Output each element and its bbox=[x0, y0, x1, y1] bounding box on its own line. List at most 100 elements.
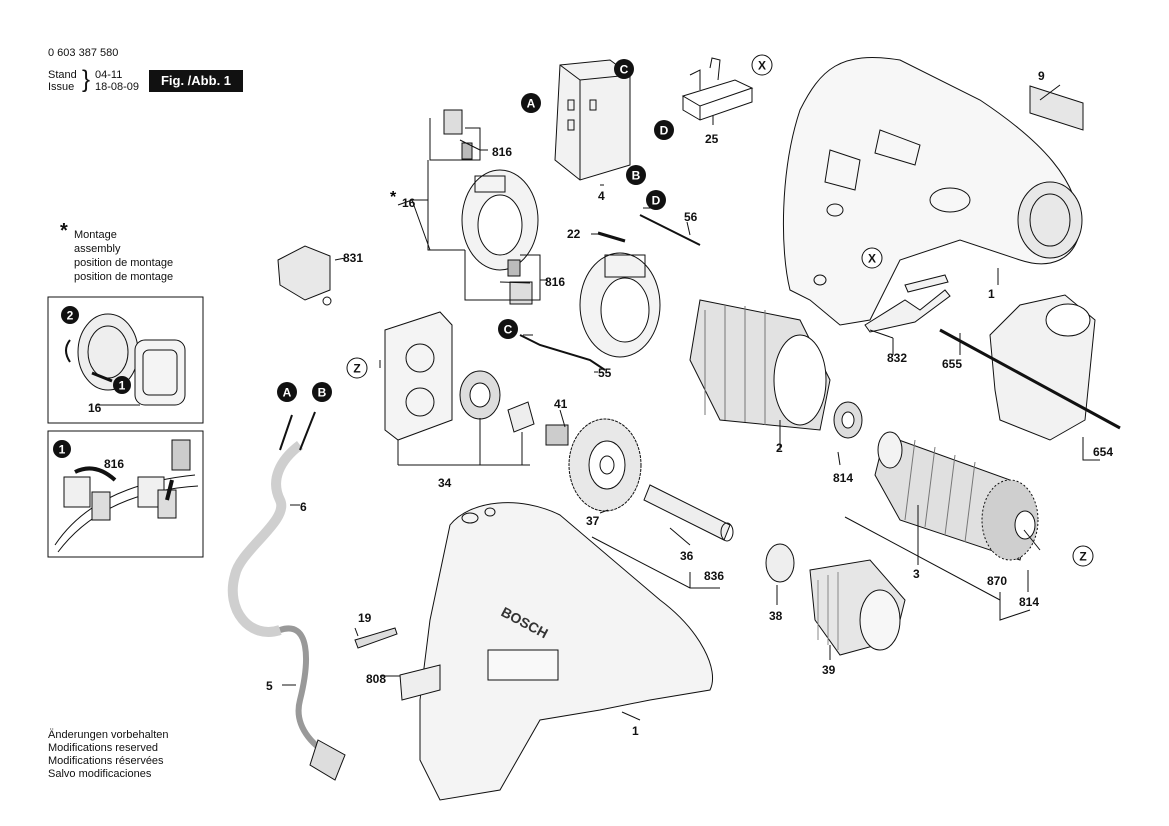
needle-bearing bbox=[507, 401, 535, 433]
part-label: 816 bbox=[104, 457, 124, 471]
part-label: 55 bbox=[598, 366, 612, 380]
step-label: 1 bbox=[119, 379, 126, 393]
footer-line: Änderungen vorbehalten bbox=[48, 729, 169, 741]
marker-a-cable: A bbox=[277, 382, 297, 402]
part-number: 0 603 387 580 bbox=[48, 47, 119, 59]
carbon-brush bbox=[509, 281, 533, 305]
nameplate-label bbox=[1029, 85, 1084, 131]
assembly-asterisk: * bbox=[390, 189, 397, 206]
marker-label: B bbox=[632, 169, 641, 183]
part-label: 1 bbox=[632, 724, 639, 738]
auxiliary-handle bbox=[989, 294, 1096, 441]
power-cord bbox=[279, 625, 332, 758]
part-label: 870 bbox=[987, 574, 1007, 588]
part-label: 56 bbox=[684, 210, 698, 224]
part-label: 831 bbox=[343, 251, 363, 265]
footer-notes: Änderungen vorbehalten Modifications res… bbox=[48, 729, 168, 781]
marker-label: C bbox=[504, 323, 513, 337]
stand-value: 04-11 bbox=[95, 69, 123, 81]
footer-line: Salvo modificaciones bbox=[48, 768, 152, 780]
marker-d-top: D bbox=[654, 120, 674, 140]
marker-z-armature: Z bbox=[1072, 545, 1094, 567]
motor-housing-half bbox=[782, 56, 1083, 326]
marker-label: D bbox=[652, 194, 661, 208]
drill-spindle bbox=[643, 484, 734, 542]
part-label: 836 bbox=[704, 569, 724, 583]
assembly-note-line: Montage bbox=[74, 229, 117, 241]
part-label: 4 bbox=[598, 189, 605, 203]
marker-z-plate: Z bbox=[346, 357, 368, 379]
connector-wire bbox=[519, 334, 606, 371]
brush-cover bbox=[277, 245, 331, 301]
inset-step-2: 2 bbox=[61, 306, 79, 324]
cover-screw bbox=[322, 296, 332, 306]
marker-x-top: X bbox=[751, 54, 773, 76]
power-plug bbox=[309, 739, 346, 781]
inset-step-1b: 1 bbox=[53, 440, 71, 458]
part-label: 654 bbox=[1093, 445, 1113, 459]
part-label: 39 bbox=[822, 663, 836, 677]
brush-holder-ring-lower bbox=[579, 252, 661, 358]
chuck-bearing bbox=[765, 543, 795, 583]
part-label: 2 bbox=[776, 441, 783, 455]
part-label: 41 bbox=[554, 397, 568, 411]
inset-step-1: 1 bbox=[113, 376, 131, 394]
assembly-note-line: position de montage bbox=[74, 271, 174, 283]
part-label: 3 bbox=[913, 567, 920, 581]
gear-housing-plate bbox=[384, 311, 453, 441]
assembly-note-line: assembly bbox=[74, 243, 121, 255]
marker-a-top: A bbox=[521, 93, 541, 113]
part-label: 38 bbox=[769, 609, 783, 623]
part-label: 37 bbox=[586, 514, 600, 528]
marker-c-top: C bbox=[614, 59, 634, 79]
marker-label: A bbox=[283, 386, 292, 400]
assembly-note-line: position de montage bbox=[74, 257, 174, 269]
marker-d-wire: D bbox=[646, 190, 666, 210]
marker-c-wire: C bbox=[498, 319, 518, 339]
marker-b-cable: B bbox=[312, 382, 332, 402]
suppressor-capacitor bbox=[681, 57, 754, 121]
inset-box-brush-insert bbox=[47, 430, 204, 558]
marker-label: Z bbox=[353, 362, 360, 376]
asterisk-symbol: * bbox=[60, 220, 68, 242]
marker-label: A bbox=[527, 97, 536, 111]
locking-lever bbox=[904, 274, 949, 293]
cable-guard bbox=[227, 441, 304, 637]
inset-brush-holder-drawing bbox=[65, 313, 186, 406]
part-label: 16 bbox=[402, 196, 416, 210]
part-label: 19 bbox=[358, 611, 372, 625]
marker-label: X bbox=[758, 59, 766, 73]
spring bbox=[545, 424, 569, 446]
inset-box-brush-holder bbox=[47, 296, 204, 424]
wire-lead-b bbox=[299, 411, 316, 451]
marker-label: C bbox=[620, 63, 629, 77]
armature-rotor bbox=[874, 431, 1039, 561]
issue-label: Issue bbox=[48, 81, 75, 93]
screw bbox=[354, 627, 398, 649]
part-label: 655 bbox=[942, 357, 962, 371]
carbon-brush bbox=[443, 109, 463, 135]
inset-brush-insert-drawing bbox=[54, 439, 199, 553]
brush-spring bbox=[507, 259, 521, 277]
marker-label: Z bbox=[1079, 550, 1086, 564]
marker-b-top: B bbox=[626, 165, 646, 185]
spur-gear bbox=[568, 418, 642, 512]
brace-icon: } bbox=[82, 66, 91, 93]
marker-label: B bbox=[318, 386, 327, 400]
figure-label: Fig. /Abb. 1 bbox=[149, 70, 243, 92]
part-label: 25 bbox=[705, 132, 719, 146]
stand-label: Stand bbox=[48, 69, 77, 81]
depth-stop-rod bbox=[939, 328, 1121, 430]
connector-wire bbox=[639, 214, 701, 246]
footer-line: Modifications reserved bbox=[48, 742, 159, 754]
part-label: 6 bbox=[300, 500, 307, 514]
brush-holder-ring-upper bbox=[461, 169, 539, 271]
locking-lever bbox=[864, 289, 951, 333]
part-label: 808 bbox=[366, 672, 386, 686]
part-label: 1 bbox=[988, 287, 995, 301]
part-label: 816 bbox=[545, 275, 565, 289]
part-label: 16 bbox=[88, 401, 102, 415]
part-label: 34 bbox=[438, 476, 452, 490]
type-plate bbox=[399, 664, 441, 701]
